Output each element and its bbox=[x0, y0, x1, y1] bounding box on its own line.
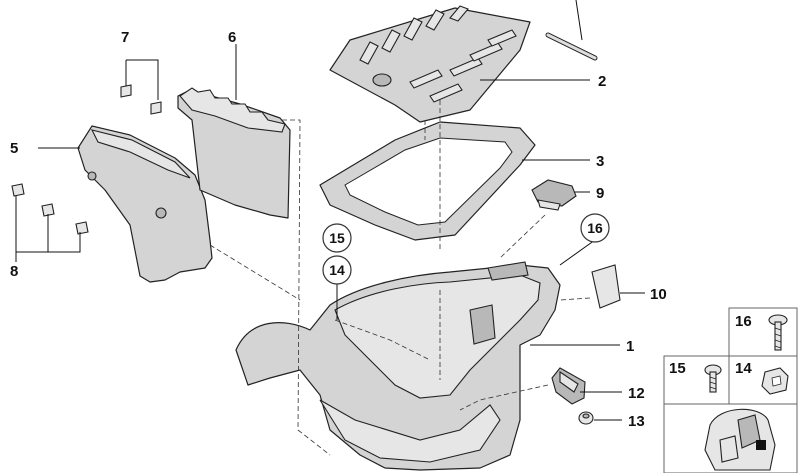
callout-labels: 2 3 9 10 1 12 13 5 7 6 8 15 14 16 bbox=[10, 29, 667, 430]
assembly-detail-icon bbox=[704, 408, 776, 471]
part-12-latch bbox=[551, 367, 586, 405]
inset-box-16 bbox=[728, 307, 798, 357]
part-7-clips bbox=[120, 84, 162, 115]
leader-lines bbox=[15, 44, 645, 421]
screw-15-icon bbox=[704, 364, 722, 393]
callout-3: 3 bbox=[596, 153, 604, 170]
part-5-side-panel bbox=[77, 125, 213, 283]
screw-16-icon bbox=[768, 314, 788, 351]
part-13-nut bbox=[578, 411, 594, 425]
callout-15: 15 bbox=[329, 230, 345, 246]
part-9-lamp bbox=[531, 179, 577, 211]
callout-1: 1 bbox=[626, 338, 634, 355]
part-10-plate bbox=[591, 264, 621, 309]
callout-14: 14 bbox=[329, 262, 345, 278]
callout-13: 13 bbox=[628, 413, 645, 430]
callout-6: 6 bbox=[228, 29, 236, 46]
callout-9: 9 bbox=[596, 185, 604, 202]
inset-label-16: 16 bbox=[735, 313, 752, 330]
callout-16: 16 bbox=[587, 220, 603, 236]
clip-14-icon bbox=[761, 367, 789, 395]
hardware-inset: 16 15 14 bbox=[663, 307, 798, 473]
assembly-dashed-lines bbox=[209, 100, 591, 456]
callout-16-circle bbox=[580, 213, 610, 243]
part-1-tray bbox=[235, 261, 561, 471]
callout-10: 10 bbox=[650, 286, 667, 303]
callout-15-circle bbox=[322, 223, 352, 253]
pin-part bbox=[545, 0, 598, 61]
callout-8: 8 bbox=[10, 263, 18, 280]
part-8-clips bbox=[11, 183, 89, 235]
inset-box-15 bbox=[663, 355, 731, 405]
part-3-frame bbox=[319, 121, 536, 241]
inset-label-14: 14 bbox=[735, 360, 752, 377]
callout-2: 2 bbox=[598, 73, 606, 90]
callout-5: 5 bbox=[10, 140, 18, 157]
callout-14-circle bbox=[322, 255, 352, 285]
callout-7: 7 bbox=[121, 29, 129, 46]
inset-label-15: 15 bbox=[669, 360, 686, 377]
callout-12: 12 bbox=[628, 385, 645, 402]
part-2-lid bbox=[329, 5, 531, 123]
part-6-bracket bbox=[177, 87, 291, 219]
